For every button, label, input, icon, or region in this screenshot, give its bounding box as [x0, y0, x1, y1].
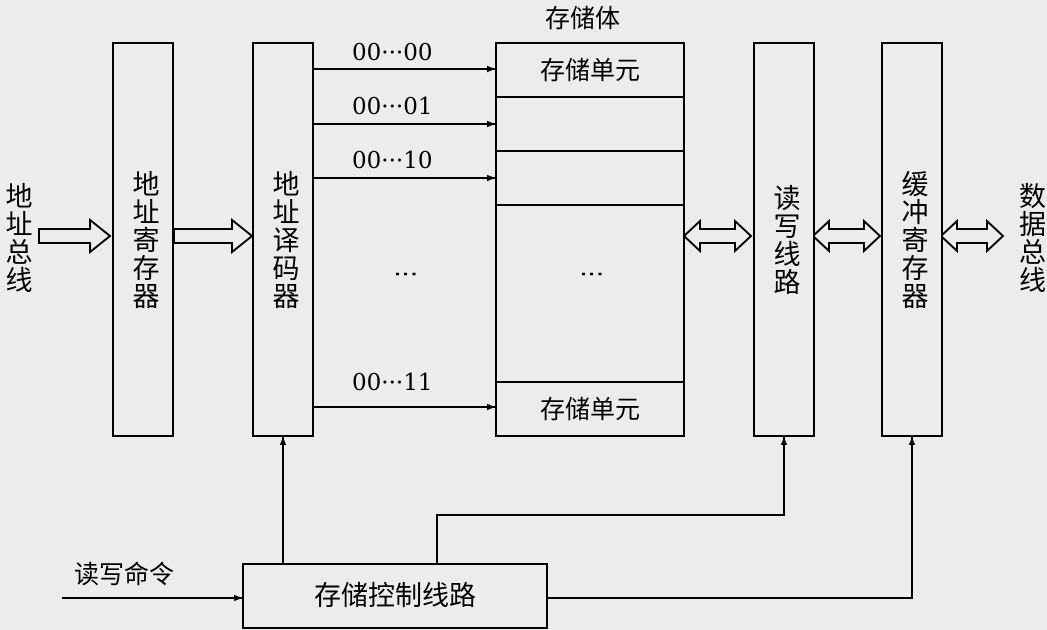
- address-register-label: 地址寄存器: [127, 169, 159, 310]
- address-decoder: [252, 42, 314, 437]
- control-to-readwrite-line: [436, 437, 788, 563]
- storage-control-label: 存储控制线路: [314, 580, 476, 612]
- memory-body-ellipsis: ⋮: [578, 262, 606, 289]
- bus-to-address-register-arrow: [38, 217, 112, 255]
- decoder-output-code: 00···01: [352, 94, 433, 120]
- control-to-buffer-line: [546, 437, 916, 599]
- data-bus-label: 数据总线: [1014, 182, 1045, 294]
- storage-control-circuit: [242, 563, 548, 629]
- read-write-circuit-label: 读写线路: [768, 183, 800, 296]
- memory-body-title: 存储体: [545, 4, 621, 33]
- decoder-output-code: 00···00: [352, 40, 433, 66]
- storage-cell-divider: [497, 204, 683, 206]
- read-write-circuit: [753, 42, 815, 437]
- storage-cell-divider: [497, 150, 683, 152]
- buffer-register-label: 缓冲寄存器: [896, 169, 928, 310]
- storage-cell-divider: [497, 381, 683, 383]
- address-decoder-label: 地址译码器: [267, 169, 299, 310]
- decoder-output-code: 00···11: [352, 370, 433, 396]
- decoder-output-code: 00···10: [352, 148, 433, 174]
- readwrite-buffer-double-arrow: [811, 218, 882, 254]
- read-write-command-label: 读写命令: [74, 560, 175, 589]
- storage-cell-top-label: 存储单元: [539, 55, 640, 85]
- storage-cell-bottom-label: 存储单元: [539, 394, 640, 424]
- buffer-databus-double-arrow: [939, 218, 1005, 254]
- storage-cell-divider: [497, 96, 683, 98]
- memory-readwrite-double-arrow: [682, 218, 753, 254]
- address-register: [112, 42, 174, 437]
- register-to-decoder-arrow: [173, 217, 254, 255]
- address-bus-label: 地址总线: [0, 182, 32, 294]
- memory-body: [495, 42, 685, 437]
- decoder-output-ellipsis: ⋮: [392, 262, 420, 289]
- buffer-register: [881, 42, 943, 437]
